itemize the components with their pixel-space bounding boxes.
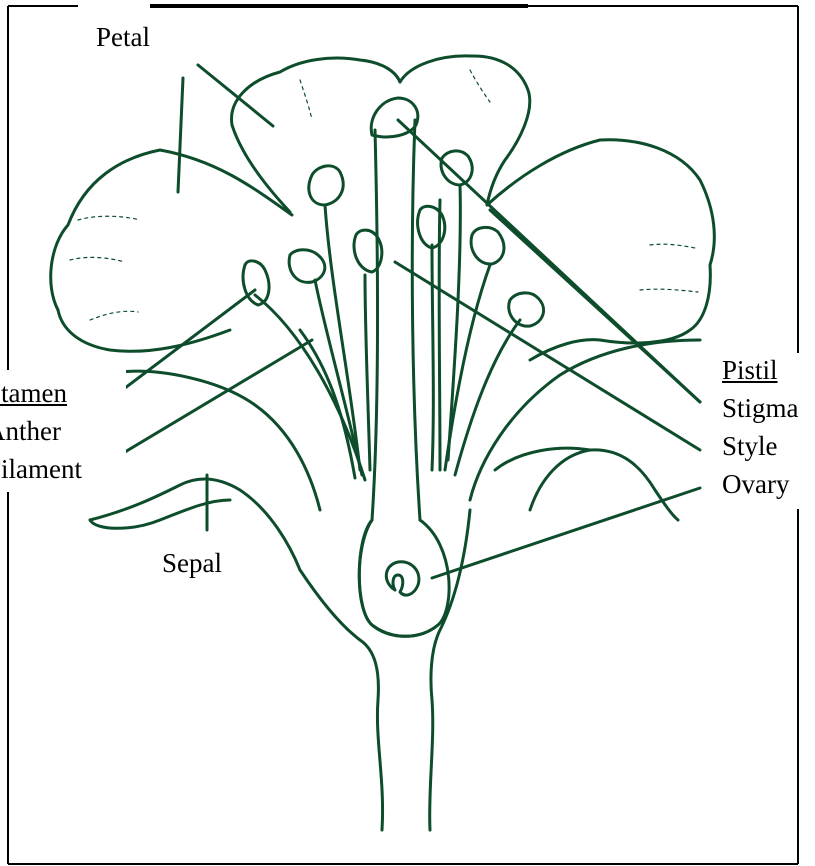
receptacle-right bbox=[430, 510, 470, 830]
leader-ovary bbox=[432, 488, 700, 578]
anther-1 bbox=[243, 261, 269, 305]
stamen-label-group: Stamen Anther Filament bbox=[0, 370, 126, 492]
leader-stigma-2 bbox=[490, 210, 700, 402]
stigma-label: Stigma bbox=[722, 395, 799, 422]
ovary bbox=[359, 520, 438, 636]
anther-label: Anther bbox=[0, 418, 61, 445]
style bbox=[372, 120, 420, 520]
petal-left bbox=[51, 150, 292, 351]
sepal-label: Sepal bbox=[162, 550, 222, 577]
petal-label: Petal bbox=[96, 24, 150, 51]
ovary-label: Ovary bbox=[722, 471, 789, 498]
petal-right-vein bbox=[640, 244, 698, 292]
anther-7 bbox=[471, 227, 504, 264]
anther-8 bbox=[509, 293, 544, 326]
pistil-label: Pistil bbox=[722, 357, 778, 384]
filament-6 bbox=[432, 245, 433, 470]
filament-8 bbox=[455, 320, 520, 475]
pistil-label-group: Pistil Stigma Style Ovary bbox=[718, 353, 815, 509]
anther-2 bbox=[289, 250, 325, 283]
anther-3 bbox=[309, 166, 343, 205]
leader-anther bbox=[125, 290, 255, 388]
filament-4 bbox=[365, 275, 370, 470]
style-label: Style bbox=[722, 433, 778, 460]
stamen-label: Stamen bbox=[0, 380, 67, 407]
anther-6 bbox=[441, 151, 472, 185]
leader-petal-2 bbox=[198, 65, 273, 126]
petal-right bbox=[487, 140, 714, 360]
petal-left-vein bbox=[70, 216, 140, 320]
filament-10 bbox=[300, 330, 355, 478]
flower-drawing bbox=[51, 56, 715, 830]
sepal-right-inner bbox=[495, 448, 590, 470]
petal-top-veins bbox=[300, 70, 490, 120]
filament-label: Filament bbox=[0, 456, 82, 483]
leader-petal-1 bbox=[178, 78, 183, 192]
ovule bbox=[386, 562, 419, 595]
filament-5 bbox=[439, 200, 440, 470]
leader-filament bbox=[125, 340, 312, 452]
receptacle bbox=[300, 570, 383, 830]
